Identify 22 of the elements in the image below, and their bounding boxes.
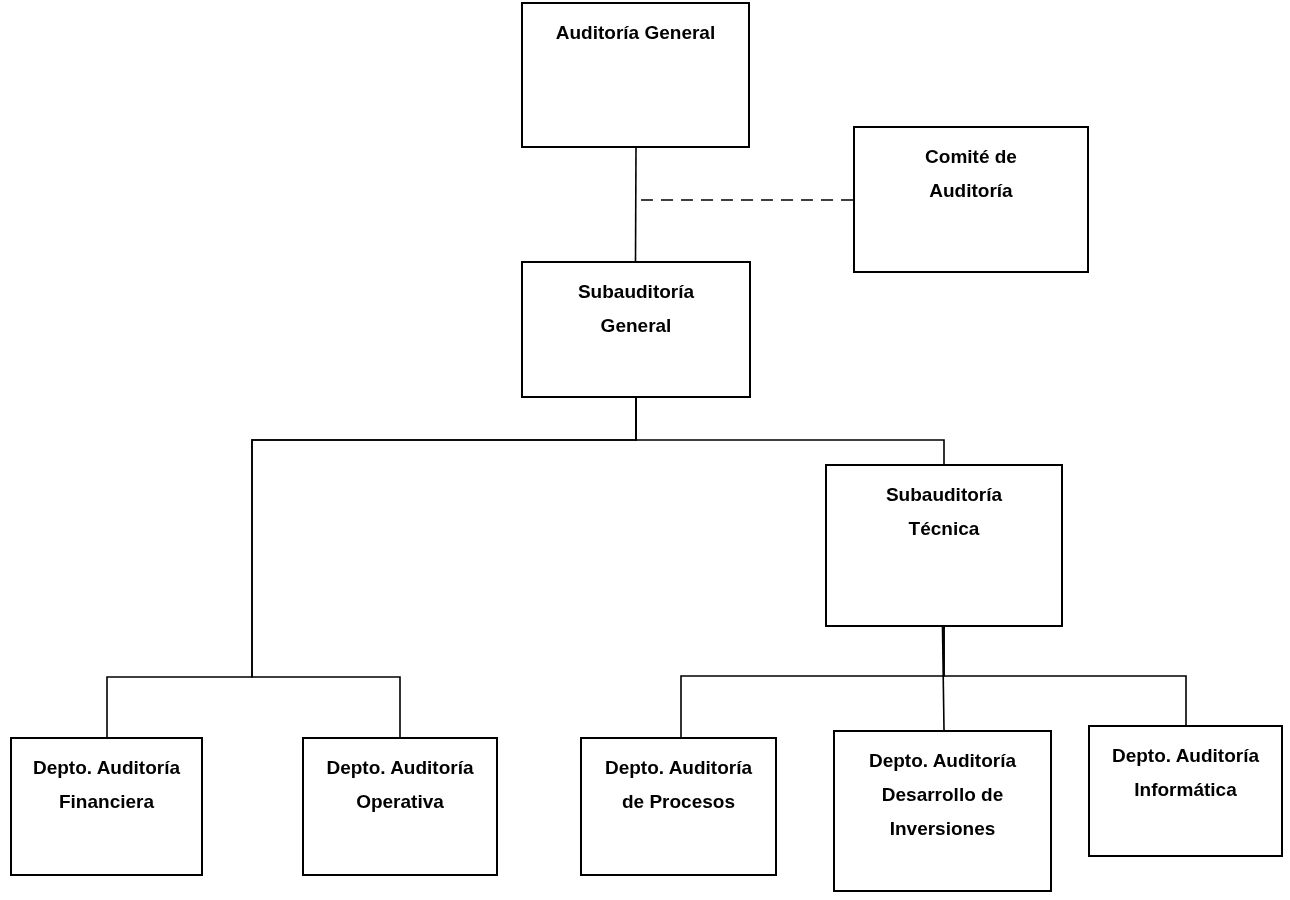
org-box (1088, 725, 1283, 857)
org-box (10, 737, 203, 876)
box-label: Depto. Auditoría Desarrollo de Inversiones (867, 749, 1018, 841)
box-label: Depto. Auditoría Financiera (31, 756, 182, 814)
org-box (833, 730, 1052, 892)
org-box (302, 737, 498, 876)
org-box (853, 126, 1089, 273)
box-label: Subauditoría General (576, 280, 696, 338)
org-box (521, 2, 750, 148)
box-label: Comité de Auditoría (924, 145, 1018, 203)
box-label: Subauditoría Técnica (884, 483, 1004, 541)
box-label: Depto. Auditoría Informática (1110, 744, 1261, 802)
connector-line (943, 626, 1187, 726)
connector-line (634, 147, 637, 262)
org-box (825, 464, 1063, 627)
org-box (580, 737, 777, 876)
connector-line (941, 626, 945, 731)
box-label: Depto. Auditoría de Procesos (603, 756, 754, 814)
box-label: Auditoría General (555, 21, 716, 45)
box-label: Depto. Auditoría Operativa (325, 756, 475, 814)
connector-line (635, 397, 945, 465)
org-box (521, 261, 751, 398)
